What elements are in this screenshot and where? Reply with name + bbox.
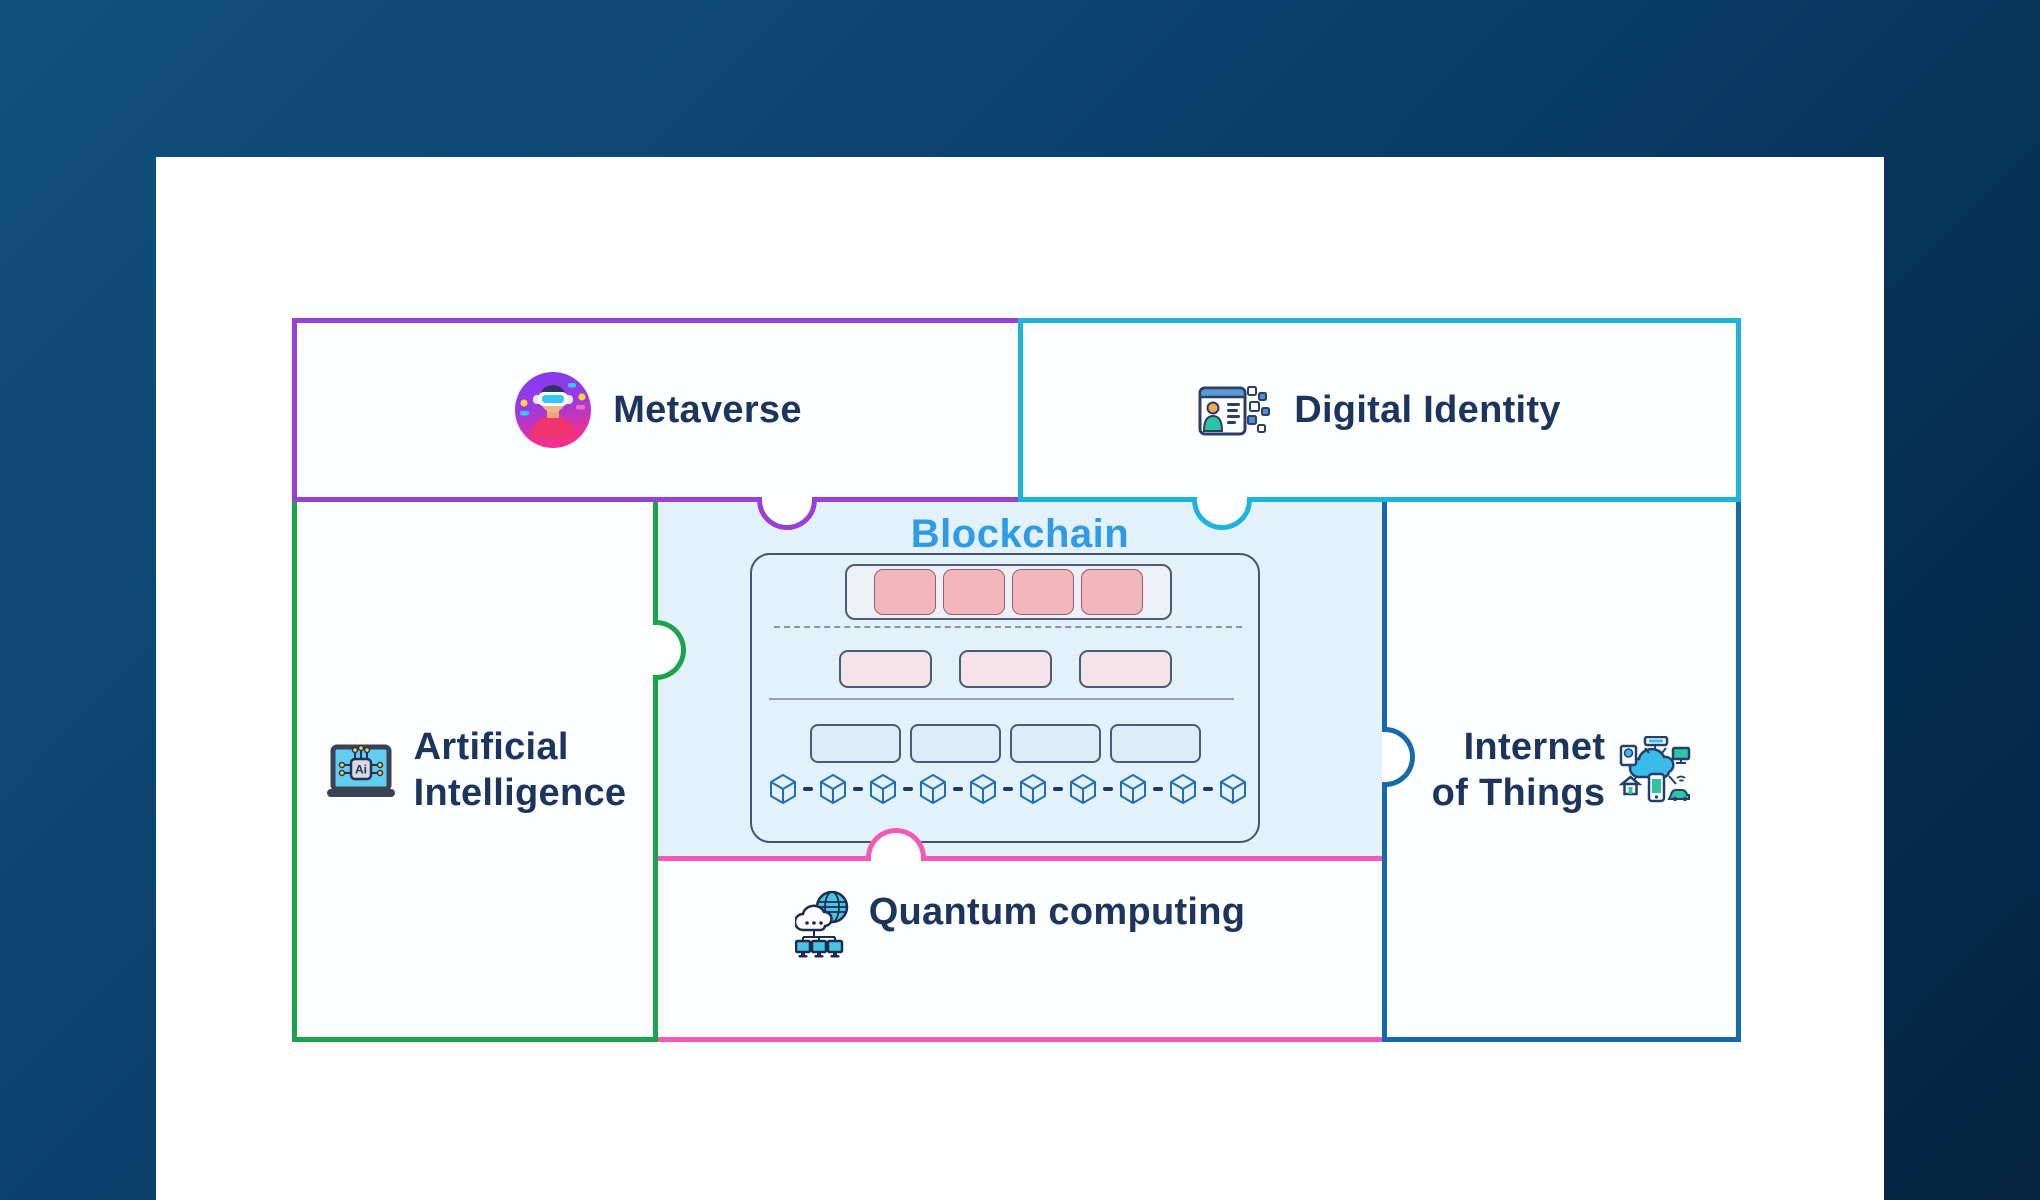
blockchain-block	[943, 569, 1005, 615]
chain-link-dash	[1203, 787, 1213, 791]
cube-chain	[768, 771, 1248, 807]
blockchain-cube-icon	[770, 774, 796, 804]
chain-link-dash	[1003, 787, 1013, 791]
quantum-label: Quantum computing	[868, 891, 1246, 933]
blockchain-block	[1081, 569, 1143, 615]
chain-link-dash	[1103, 787, 1113, 791]
blockchain-cube-icon	[870, 774, 896, 804]
ai-label-line2: Intelligence	[413, 771, 627, 814]
iot-cloud-icon	[1619, 735, 1691, 802]
chain-link-dash	[903, 787, 913, 791]
blockchain-cube-icon	[1170, 774, 1196, 804]
piece-blockchain: Blockchain	[658, 502, 1382, 856]
quantum-network-icon	[794, 890, 848, 958]
vr-person-icon	[515, 372, 592, 448]
blockchain-cube-icon	[1220, 774, 1246, 804]
solid-divider	[769, 698, 1234, 700]
blockchain-block	[1109, 724, 1201, 763]
blockchain-cube-icon	[820, 774, 846, 804]
blockchain-block	[958, 650, 1052, 688]
blockchain-cube-icon	[1020, 774, 1046, 804]
block-row-3	[752, 724, 1258, 763]
metaverse-label: Metaverse	[613, 389, 802, 431]
blockchain-cube-icon	[1120, 774, 1146, 804]
chain-link-dash	[853, 787, 863, 791]
piece-artificial-intelligence: Ai Artificial Intelligence	[292, 502, 658, 1042]
piece-internet-of-things: Internet of Things	[1382, 502, 1741, 1042]
ai-label: Artificial Intelligence	[414, 724, 627, 816]
dashed-divider	[774, 626, 1242, 628]
blockchain-cube-icon	[920, 774, 946, 804]
iot-label-line2: of Things	[1431, 771, 1606, 814]
iot-label-line1: Internet	[1463, 725, 1606, 768]
blockchain-cube-icon	[970, 774, 996, 804]
blockchain-block	[1012, 569, 1074, 615]
ai-label-line1: Artificial	[413, 725, 569, 768]
piece-metaverse: Metaverse	[292, 318, 1018, 502]
blockchain-block	[1078, 650, 1172, 688]
blockchain-title: Blockchain	[910, 512, 1130, 556]
svg-text:Ai: Ai	[355, 762, 367, 776]
blockchain-block	[874, 569, 936, 615]
id-card-icon	[1198, 386, 1271, 436]
piece-digital-identity: Digital Identity	[1018, 318, 1741, 502]
piece-quantum-computing: Quantum computing	[658, 856, 1382, 1042]
blockchain-panel	[750, 553, 1260, 843]
blockchain-block	[809, 724, 901, 763]
blockchain-block	[1009, 724, 1101, 763]
chain-link-dash	[1153, 787, 1163, 791]
digital-identity-label: Digital Identity	[1294, 389, 1561, 431]
blockchain-block	[838, 650, 932, 688]
block-row-1	[845, 564, 1172, 620]
ai-laptop-icon: Ai	[326, 744, 395, 797]
block-row-2	[752, 650, 1258, 688]
iot-label: Internet of Things	[1432, 724, 1606, 816]
chain-link-dash	[953, 787, 963, 791]
blockchain-block	[909, 724, 1001, 763]
blockchain-cube-icon	[1070, 774, 1096, 804]
chain-link-dash	[1053, 787, 1063, 791]
chain-link-dash	[803, 787, 813, 791]
